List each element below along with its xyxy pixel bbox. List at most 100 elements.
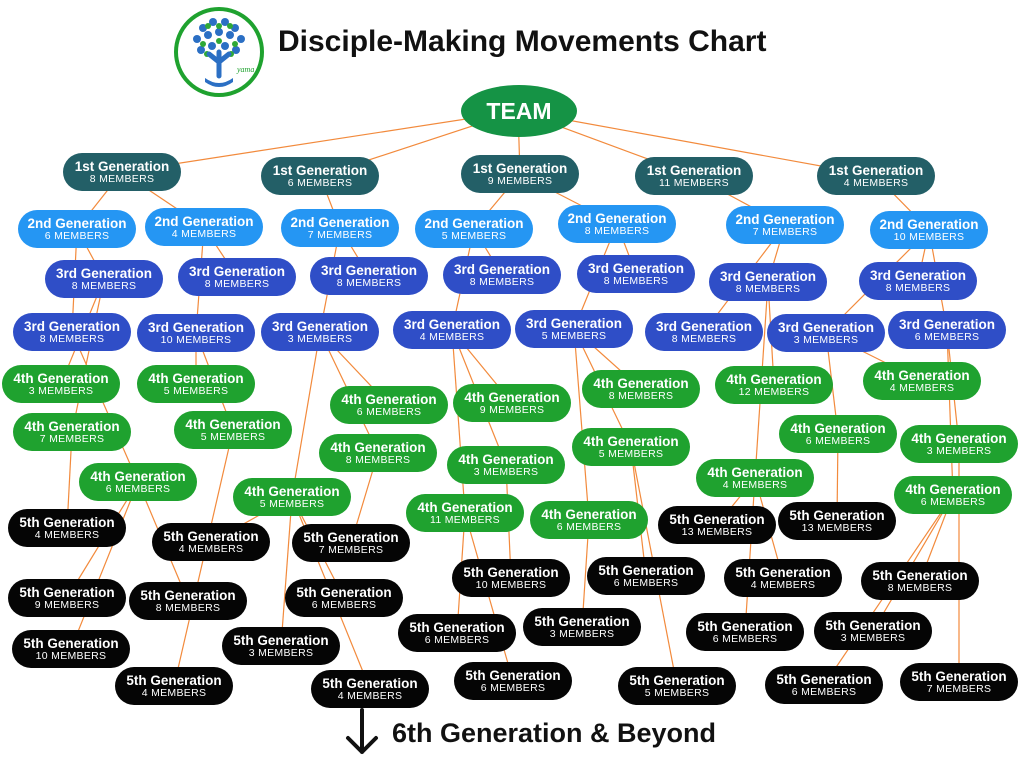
node-members: 8 MEMBERS — [608, 389, 674, 402]
node-title: 4th Generation — [90, 468, 186, 484]
team-node: TEAM — [461, 85, 577, 137]
node-title: 4th Generation — [707, 464, 803, 480]
node-members: 4 MEMBERS — [889, 381, 955, 394]
node-title: 5th Generation — [825, 617, 921, 633]
node-members: 5 MEMBERS — [644, 686, 710, 699]
node-title: 3rd Generation — [898, 316, 996, 332]
node-members: 4 MEMBERS — [178, 542, 244, 555]
node-title: 5th Generation — [19, 584, 115, 600]
node-members: 8 MEMBERS — [584, 224, 650, 237]
node-members: 8 MEMBERS — [204, 277, 270, 290]
node-members: 4 MEMBERS — [337, 689, 403, 702]
node-title: 2nd Generation — [154, 213, 254, 229]
logo-icon: yama — [174, 7, 264, 97]
node-members: 6 MEMBERS — [287, 176, 353, 189]
node-members: 5 MEMBERS — [163, 384, 229, 397]
node-title: 5th Generation — [322, 675, 418, 691]
node-title: 1st Generation — [646, 162, 742, 178]
node-members: 3 MEMBERS — [287, 332, 353, 345]
node-members: 10 MEMBERS — [160, 333, 232, 346]
node-title: 5th Generation — [669, 511, 765, 527]
node-title: 4th Generation — [458, 451, 554, 467]
node-members: 9 MEMBERS — [487, 174, 553, 187]
node-members: 4 MEMBERS — [34, 528, 100, 541]
svg-text:yama: yama — [236, 65, 254, 74]
connector-line — [280, 496, 293, 647]
node-members: 8 MEMBERS — [885, 281, 951, 294]
node-members: 6 MEMBERS — [424, 633, 490, 646]
node-title: 4th Generation — [593, 375, 689, 391]
node-members: 3 MEMBERS — [840, 631, 906, 644]
arrow-down-icon — [346, 708, 378, 754]
node-title: 3rd Generation — [525, 315, 623, 331]
connector-line — [70, 481, 139, 650]
page-title: Disciple-Making Movements Chart — [278, 25, 767, 58]
node-members: 7 MEMBERS — [752, 225, 818, 238]
node-title: 5th Generation — [629, 672, 725, 688]
node-title: 5th Generation — [463, 564, 559, 580]
node-title: 4th Generation — [417, 499, 513, 515]
node-members: 3 MEMBERS — [248, 646, 314, 659]
node-members: 7 MEMBERS — [307, 228, 373, 241]
node-title: 4th Generation — [911, 430, 1007, 446]
node-members: 11 MEMBERS — [430, 513, 500, 526]
node-title: 1st Generation — [272, 162, 368, 178]
node-members: 6 MEMBERS — [712, 632, 778, 645]
node-title: 2nd Generation — [290, 214, 390, 230]
node-title: 4th Generation — [583, 433, 679, 449]
node-title: 4th Generation — [148, 370, 244, 386]
node-title: 3rd Generation — [55, 265, 153, 281]
node-members: 8 MEMBERS — [71, 279, 137, 292]
node-members: 5 MEMBERS — [541, 329, 607, 342]
node-title: 3rd Generation — [147, 319, 245, 335]
node-members: 3 MEMBERS — [793, 333, 859, 346]
node-members: 7 MEMBERS — [926, 682, 992, 695]
node-members: 6 MEMBERS — [311, 598, 377, 611]
node-title: 5th Generation — [697, 618, 793, 634]
node-members: 10 MEMBERS — [35, 649, 107, 662]
node-members: 8 MEMBERS — [671, 332, 737, 345]
node-members: 9 MEMBERS — [479, 403, 545, 416]
footer-label: 6th Generation & Beyond — [392, 718, 717, 748]
node-members: 13 MEMBERS — [801, 521, 873, 534]
connector-line — [71, 278, 105, 433]
node-title: 5th Generation — [789, 507, 885, 523]
node-title: 3rd Generation — [719, 268, 817, 284]
node-title: 3rd Generation — [23, 318, 121, 334]
